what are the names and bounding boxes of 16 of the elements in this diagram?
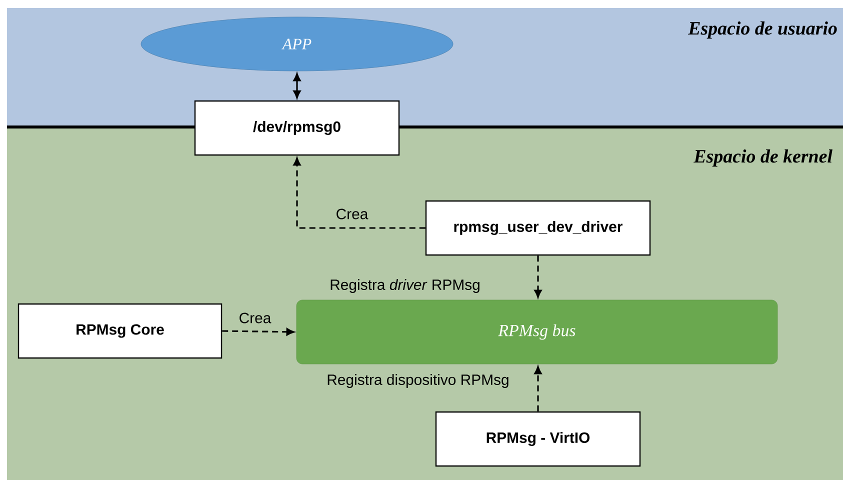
- region-label: Espacio de usuario: [688, 21, 837, 39]
- arrow: [293, 73, 301, 98]
- component-box: /dev/rpmsg0: [194, 100, 400, 156]
- arrow: [534, 366, 542, 412]
- edge-label: Registra driver RPMsg: [330, 279, 480, 293]
- region-label: Espacio de kernel: [694, 149, 832, 167]
- arrow: [222, 328, 294, 336]
- arrow: [293, 158, 426, 229]
- component-box: RPMsg Core: [18, 303, 222, 359]
- arrow: [534, 256, 542, 298]
- bus-bar: RPMsg bus: [296, 300, 778, 364]
- component-box: rpmsg_user_dev_driver: [425, 200, 651, 256]
- edge-label: Registra dispositivo RPMsg: [328, 374, 508, 388]
- edge-label: Crea: [336, 208, 368, 220]
- component-box: RPMsg - VirtIO: [435, 411, 641, 467]
- edge-label: Crea: [240, 312, 272, 324]
